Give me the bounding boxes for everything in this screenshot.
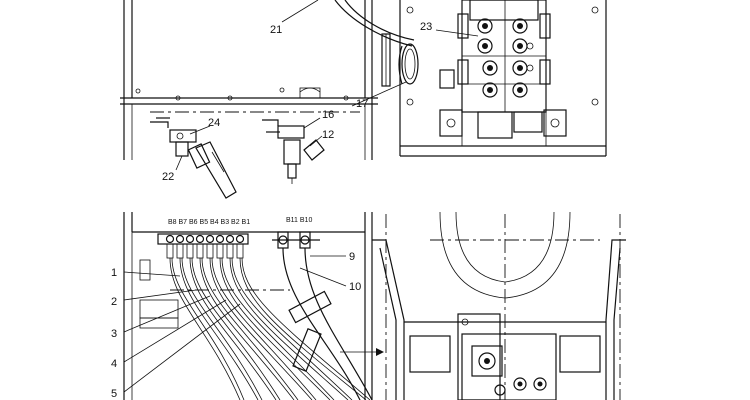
port-stem xyxy=(196,243,204,259)
callout-22: 22 xyxy=(162,171,174,183)
hose-line xyxy=(211,257,317,400)
callout-3: 3 xyxy=(111,328,117,340)
port-fitting xyxy=(225,234,235,244)
port-stem xyxy=(236,243,244,259)
boom-pivot-view xyxy=(372,211,626,400)
hose-line xyxy=(221,257,335,400)
control-valve-top: 23 xyxy=(399,0,607,157)
port-fitting xyxy=(165,234,175,244)
flange-17: 17 xyxy=(351,33,419,110)
callout-10: 10 xyxy=(349,281,361,293)
hose-line xyxy=(229,257,349,400)
port-stem xyxy=(176,243,184,259)
top-left-frame xyxy=(120,0,378,160)
port-fitting xyxy=(205,234,215,244)
port-stem xyxy=(206,243,214,259)
port-fitting xyxy=(235,234,245,244)
port-fitting xyxy=(175,234,185,244)
hose-line xyxy=(181,257,263,400)
callout-4: 4 xyxy=(111,358,117,370)
hose-line xyxy=(199,257,295,400)
hose-line xyxy=(191,257,281,400)
bottom-callouts: 1 2 3 4 5 9 10 xyxy=(111,251,361,400)
hose-line xyxy=(209,257,313,400)
port-fitting xyxy=(195,234,205,244)
port-stem xyxy=(186,243,194,259)
callout-23: 23 xyxy=(420,21,432,33)
hose-line xyxy=(239,257,367,400)
bottom-left-frame xyxy=(123,212,384,400)
port-labels-b8-b1: B8 B7 B6 B5 B4 B3 B2 B1 xyxy=(168,219,250,226)
hose-line xyxy=(231,257,353,400)
port-labels-b11-b10: B11 B10 xyxy=(286,217,312,224)
port-stem xyxy=(216,243,224,259)
callout-16: 16 xyxy=(322,109,334,121)
callout-17: 17 xyxy=(356,98,368,110)
hose-bundle xyxy=(169,247,373,400)
callout-9: 9 xyxy=(349,251,355,263)
detail-fitting-24-22: 24 22 xyxy=(150,117,237,199)
callout-1: 1 xyxy=(111,267,117,279)
port-stem xyxy=(226,243,234,259)
callout-2: 2 xyxy=(111,296,117,308)
detail-fitting-16-12: 16 12 xyxy=(262,109,334,184)
callout-5: 5 xyxy=(111,388,117,400)
hose-line xyxy=(219,257,331,400)
hose-line xyxy=(179,257,259,400)
hose-21: 21 xyxy=(270,0,415,47)
callout-21: 21 xyxy=(270,24,282,36)
hose-line xyxy=(169,257,241,400)
hose-line xyxy=(201,257,299,400)
callout-24: 24 xyxy=(208,117,220,129)
port-fitting xyxy=(185,234,195,244)
callout-12: 12 xyxy=(322,129,334,141)
hose-line xyxy=(304,247,373,400)
hose-line xyxy=(241,257,371,400)
hose-line xyxy=(282,247,361,400)
port-bank-b1-b8: B8 B7 B6 B5 B4 B3 B2 B1 xyxy=(157,219,250,259)
hose-line xyxy=(171,257,245,400)
hose-line xyxy=(189,257,277,400)
port-stem xyxy=(166,243,174,259)
port-fitting xyxy=(215,234,225,244)
